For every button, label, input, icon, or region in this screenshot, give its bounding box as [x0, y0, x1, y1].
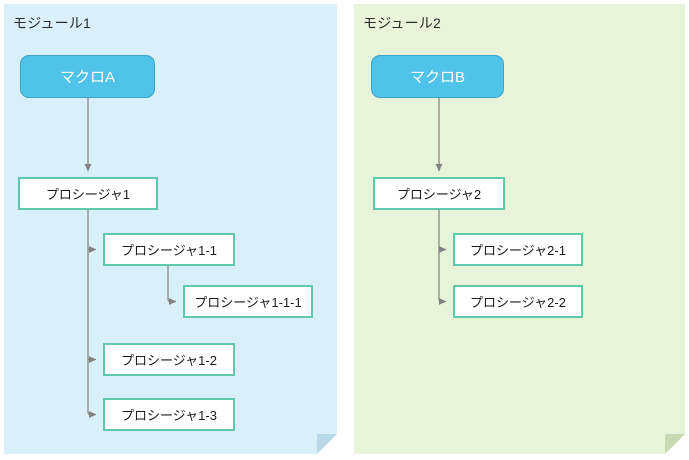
- node-macro-b[interactable]: マクロB: [371, 55, 504, 98]
- node-procedure-1-1[interactable]: プロシージャ1-1: [103, 233, 235, 266]
- node-procedure-2-2[interactable]: プロシージャ2-2: [453, 285, 583, 318]
- panel-module2[interactable]: モジュール2: [354, 4, 685, 454]
- panel-module1-title: モジュール1: [13, 15, 92, 31]
- node-macro-a[interactable]: マクロA: [20, 55, 155, 98]
- panel-module2-background: [354, 4, 685, 454]
- node-procedure-1-3[interactable]: プロシージャ1-3: [103, 398, 235, 431]
- node-procedure-2-label: プロシージャ2: [396, 187, 482, 202]
- node-macro-b-label: マクロB: [409, 69, 465, 86]
- node-procedure-1-2-label: プロシージャ1-2: [121, 353, 217, 368]
- panel-module2-title: モジュール2: [363, 15, 442, 31]
- node-procedure-1-2[interactable]: プロシージャ1-2: [103, 343, 235, 376]
- panel-module1[interactable]: モジュール1: [4, 4, 337, 454]
- node-procedure-1-label: プロシージャ1: [45, 187, 131, 202]
- node-procedure-1-3-label: プロシージャ1-3: [121, 408, 217, 423]
- node-procedure-2-2-label: プロシージャ2-2: [470, 295, 566, 310]
- node-procedure-2-1[interactable]: プロシージャ2-1: [453, 233, 583, 266]
- node-procedure-1-1-1-label: プロシージャ1-1-1: [194, 295, 302, 310]
- node-procedure-1-1-1[interactable]: プロシージャ1-1-1: [183, 285, 313, 318]
- node-procedure-1[interactable]: プロシージャ1: [18, 177, 158, 210]
- node-procedure-2-1-label: プロシージャ2-1: [470, 243, 566, 258]
- node-procedure-1-1-label: プロシージャ1-1: [121, 243, 217, 258]
- node-procedure-2[interactable]: プロシージャ2: [373, 177, 505, 210]
- node-macro-a-label: マクロA: [59, 69, 115, 86]
- panel-module1-background: [4, 4, 337, 454]
